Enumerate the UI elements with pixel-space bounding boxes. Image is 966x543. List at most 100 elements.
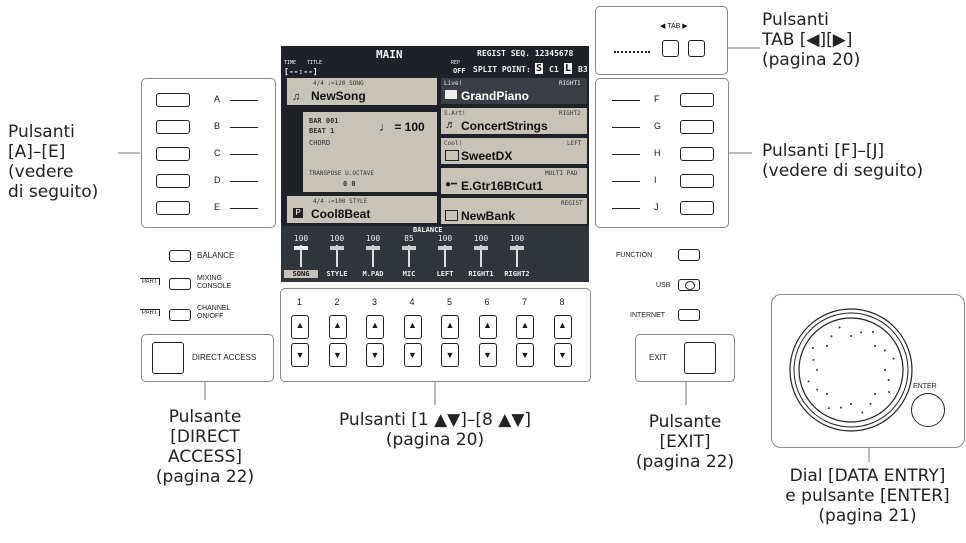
lcd-right1-name: GrandPiano xyxy=(461,89,530,103)
exit-panel: EXIT xyxy=(635,334,735,382)
fader-song-knob[interactable] xyxy=(294,246,308,250)
dial-dot xyxy=(812,358,815,361)
function-button[interactable] xyxy=(678,249,700,261)
number-8-down-button[interactable]: ▼ xyxy=(553,343,572,367)
lcd-right2-tag: RIGHT2 xyxy=(559,110,581,117)
button-j[interactable] xyxy=(680,201,714,215)
fader-m.pad-label: M.PAD xyxy=(362,270,384,278)
number-6-down-button[interactable]: ▼ xyxy=(478,343,497,367)
callout-fj-line1: Pulsanti [F]–[J] xyxy=(762,141,885,161)
lcd-right1-panel[interactable]: Live! RIGHT1 GrandPiano xyxy=(441,78,587,104)
button-h-line xyxy=(612,154,640,155)
number-4-down-button[interactable]: ▼ xyxy=(403,343,422,367)
style-icon: P xyxy=(293,208,303,218)
dial-dot xyxy=(807,380,810,383)
lcd-chord: CHORD xyxy=(309,139,331,147)
number-3-down-button[interactable]: ▼ xyxy=(366,343,384,367)
dial-dot xyxy=(830,335,833,338)
number-8-up-button[interactable]: ▲ xyxy=(553,315,572,339)
button-e[interactable] xyxy=(156,201,190,215)
direct-access-button[interactable] xyxy=(152,342,184,374)
tab-label: ◀ TAB ▶ xyxy=(660,23,688,30)
number-5-down-button[interactable]: ▼ xyxy=(441,343,459,367)
internet-label: INTERNET xyxy=(630,312,665,319)
button-b[interactable] xyxy=(156,120,190,134)
fader-style-knob[interactable] xyxy=(330,246,344,250)
arrow-down-icon: ▼ xyxy=(370,350,380,360)
tab-right-button[interactable] xyxy=(688,40,705,57)
button-b-line xyxy=(230,127,258,128)
number-buttons-panel: 1▲▼2▲▼3▲▼4▲▼5▲▼6▲▼7▲▼8▲▼ xyxy=(280,288,591,382)
exit-button[interactable] xyxy=(684,342,716,374)
direct-access-panel: DIRECT ACCESS xyxy=(141,334,274,382)
arrow-up-icon: ▲ xyxy=(520,320,530,330)
callout-tab-line3: (pagina 20) xyxy=(762,50,861,70)
button-d-label: D xyxy=(214,175,221,185)
fader-mic-knob[interactable] xyxy=(402,246,416,250)
button-d[interactable] xyxy=(156,174,190,188)
data-entry-dial[interactable] xyxy=(772,295,964,447)
enter-button[interactable] xyxy=(911,393,945,427)
direct-access-label: DIRECT ACCESS xyxy=(192,353,257,362)
mixing-console-label: MIXING CONSOLE xyxy=(197,275,232,290)
button-a[interactable] xyxy=(156,93,190,107)
internet-button[interactable] xyxy=(678,309,700,321)
callout-tab-line2: TAB [◀][▶] xyxy=(762,30,853,50)
lcd-transpose: TRANSPOSE U.OCTAVE xyxy=(309,170,375,177)
fader-left-knob[interactable] xyxy=(438,246,452,250)
dial-dot xyxy=(850,403,852,405)
button-j-line xyxy=(612,208,640,209)
mixing-console-button[interactable] xyxy=(169,278,191,290)
fader-right2-knob[interactable] xyxy=(510,246,524,250)
lcd-left-panel[interactable]: Cool! LEFT SweetDX xyxy=(441,138,587,164)
number-7-down-button[interactable]: ▼ xyxy=(516,343,534,367)
lcd-split-point: SPLIT POINT: xyxy=(473,65,531,74)
number-4-up-button[interactable]: ▲ xyxy=(403,315,422,339)
callout-numbers: Pulsanti [1 ▲▼]–[8 ▲▼] (pagina 20) xyxy=(315,410,555,450)
number-5-up-button[interactable]: ▲ xyxy=(441,315,459,339)
fader-right1-knob[interactable] xyxy=(474,246,488,250)
number-2-down-button[interactable]: ▼ xyxy=(328,343,347,367)
arrow-up-icon: ▲ xyxy=(445,320,455,330)
usb-button[interactable] xyxy=(678,279,700,291)
callout-dial: Dial [DATA ENTRY] e pulsante [ENTER] (pa… xyxy=(770,466,965,526)
balance-button[interactable] xyxy=(169,250,191,262)
lcd-right2-panel[interactable]: S.Art! RIGHT2 ♬ ConcertStrings xyxy=(441,108,587,134)
fader-m.pad-knob[interactable] xyxy=(366,246,380,250)
lcd-bar: BAR 001 xyxy=(309,117,339,125)
lcd-pad-panel[interactable]: MULTI PAD ●━ E.Gtr16BtCut1 xyxy=(441,168,587,194)
number-1-up-button[interactable]: ▲ xyxy=(291,315,309,339)
button-g[interactable] xyxy=(680,120,714,134)
callout-ae: Pulsanti [A]–[E] (vedere di seguito) xyxy=(8,122,98,202)
arrow-up-icon: ▲ xyxy=(295,320,305,330)
button-f[interactable] xyxy=(680,93,714,107)
arrow-down-icon: ▼ xyxy=(483,350,492,360)
number-2-up-button[interactable]: ▲ xyxy=(328,315,347,339)
lcd-right1-category: Live! xyxy=(444,80,463,87)
callout-direct-line1: Pulsante xyxy=(168,407,242,427)
callout-dial-line1: Dial [DATA ENTRY] xyxy=(789,466,946,486)
number-7-up-button[interactable]: ▲ xyxy=(516,315,534,339)
number-8-label: 8 xyxy=(559,297,565,307)
fader-style-label: STYLE xyxy=(326,270,348,278)
number-6-up-button[interactable]: ▲ xyxy=(478,315,497,339)
dial-dot xyxy=(874,344,877,347)
lcd-pad-tag: MULTI PAD xyxy=(545,170,578,177)
lcd-bar-panel: BAR 001 BEAT 1 CHORD ♩ = 100 TRANSPOSE U… xyxy=(303,112,437,192)
number-1-down-button[interactable]: ▼ xyxy=(291,343,309,367)
button-h[interactable] xyxy=(680,147,714,161)
lcd-regist-name: NewBank xyxy=(461,209,516,223)
keyboard-icon xyxy=(445,150,459,161)
fader-left-label: LEFT xyxy=(436,270,454,278)
lcd-style-panel[interactable]: 4/4 ♩=100 STYLE P Cool8Beat xyxy=(287,196,437,223)
lcd-song-panel[interactable]: 4/4 ♩=120 SONG ♫ NewSong xyxy=(287,78,437,105)
button-i[interactable] xyxy=(680,174,714,188)
number-6-label: 6 xyxy=(484,297,490,307)
tab-left-button[interactable] xyxy=(662,40,679,57)
lcd-regist-panel[interactable]: REGIST NewBank xyxy=(441,198,587,224)
button-c[interactable] xyxy=(156,147,190,161)
number-3-up-button[interactable]: ▲ xyxy=(366,315,384,339)
callout-ae-line1: Pulsanti xyxy=(8,122,75,142)
channel-on-off-button[interactable] xyxy=(169,309,191,321)
